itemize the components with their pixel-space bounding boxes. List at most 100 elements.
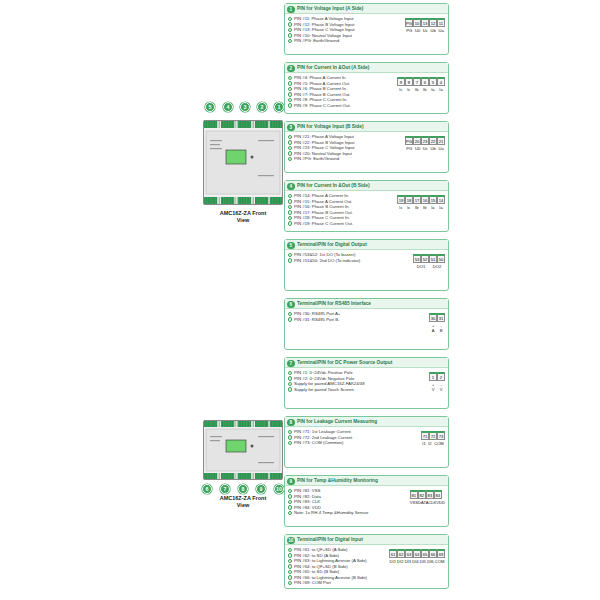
signal-row: DO1DO2: [413, 264, 445, 269]
bullet-dot: [288, 371, 292, 375]
bullet-dot: [288, 387, 292, 391]
terminal-row: 61626364656669: [389, 549, 445, 558]
signal-name: Ic: [399, 87, 402, 92]
callout-number: 3: [240, 102, 250, 112]
bullet-dot: [288, 135, 292, 139]
pin-item: PIN #16: Phase B Current In.: [288, 204, 393, 210]
bullet-dot: [288, 39, 292, 43]
pin-list: PIN #21: Phase A Voltage InputPIN #22: P…: [288, 134, 401, 162]
device-caption: AMC16Z-ZA Front View: [216, 210, 270, 223]
bullet-dot: [288, 81, 292, 85]
pin-description: PIN #20: Neutral Voltage Input: [294, 151, 352, 157]
terminal-row: PG20232221: [405, 136, 445, 145]
bullet-dot: [288, 258, 292, 262]
bullet-dot: [288, 87, 292, 91]
pin-panel: 2PIN for Current In &Out (A Side)PIN #4:…: [284, 62, 449, 114]
pin-description: PIN #1: 0~24Vdc Positive Pole: [294, 370, 353, 376]
pin-description: PIN #2: 0~24Vdc Negative Pole: [294, 376, 355, 382]
pin-number: 18: [407, 198, 412, 203]
panel-title: PIN for Leakage Current Measuring: [297, 419, 377, 425]
callout-number: 10: [274, 484, 284, 494]
bullet-dot: [288, 146, 292, 150]
pin-number: 31: [439, 316, 444, 321]
terminal-pin: 14: [437, 195, 445, 204]
terminal-pin: 64: [413, 549, 421, 558]
terminal-block: 987654IcIcIbIbIaIa: [397, 77, 445, 91]
pin-number: 22: [431, 139, 436, 144]
bullet-dot: [288, 221, 292, 225]
pin-number: 50: [439, 257, 444, 262]
signal-name: U0: [415, 28, 420, 33]
pin-number: 64: [415, 552, 420, 557]
terminal-pin: 4: [437, 77, 445, 86]
pin-description: PIN #PG: Earth/Ground: [294, 38, 339, 44]
signal-name: Ia: [439, 205, 442, 210]
bullet-dot: [288, 216, 292, 220]
panel-title: PIN for Current In &Out (B Side): [297, 183, 370, 189]
panel-header: Terminal/PIN for DC Power Source Output: [285, 358, 448, 368]
pin-number: 8: [408, 80, 410, 85]
signal-row: PGU0UcUbUa: [405, 146, 445, 151]
pin-description: PIN #4: Phase A Current In.: [294, 75, 347, 81]
panel-number: 9: [287, 478, 295, 486]
pin-item: PIN #14: Phase A Current In.: [288, 193, 393, 199]
pin-number: 82: [420, 493, 425, 498]
panel-number: 4: [287, 183, 295, 191]
callout-text: 10: [276, 486, 282, 492]
panel-number-text: 9: [289, 479, 292, 484]
callout-number: 4: [223, 102, 233, 112]
pin-description: PIN #6: Phase B Current In.: [294, 86, 347, 92]
terminal-pin: 19: [397, 195, 405, 204]
pin-description: PIN #17: Phase B Current Out.: [294, 210, 353, 216]
pin-description: PIN #62: to SD (A Side): [294, 553, 339, 559]
signal-row: IcIcIbIbIaIa: [397, 205, 445, 210]
signal-name: DO1: [417, 264, 425, 269]
terminal-pin: 30: [429, 313, 437, 322]
bullet-dot: [288, 564, 292, 568]
pin-description: PIN #13: Phase C Voltage Input: [294, 27, 355, 33]
panel-body: PIN #4: Phase A Current In.PIN #5: Phase…: [285, 73, 448, 110]
bullet-dot: [288, 548, 292, 552]
pin-number: 71: [423, 434, 428, 439]
signal-row: VV: [429, 387, 445, 392]
pin-description: PIN #72: 2nd Leakage Current: [294, 435, 352, 441]
callout-text: 4: [227, 104, 230, 110]
callout-text: 8: [242, 486, 245, 492]
pin-description: PIN #10: Neutral Voltage Input: [294, 33, 352, 39]
pin-number: 9: [400, 80, 402, 85]
panel-body: PIN #1: 0~24Vdc Positive PolePIN #2: 0~2…: [285, 368, 448, 394]
bullet-dot: [288, 559, 292, 563]
panel-header: Terminal/PIN for Digital Input: [285, 535, 448, 545]
signal-name: V: [432, 387, 435, 392]
pin-item: PIN #7: Phase B Current Out.: [288, 92, 393, 98]
pin-panel: 1PIN for Voltage Input (A Side)PIN #11: …: [284, 3, 449, 55]
pin-number: 13: [423, 21, 428, 26]
meter-device: [203, 120, 283, 205]
pin-list: PIN #11: Phase A Voltage InputPIN #12: P…: [288, 16, 401, 44]
pin-number: 17: [415, 198, 420, 203]
signal-name: Ic: [407, 87, 410, 92]
pin-description: PIN #61: to QF+SD (A Side): [294, 547, 348, 553]
pin-number: 83: [428, 493, 433, 498]
meter-device: AMC16Z-ZA Front View: [203, 120, 283, 205]
pin-number: 53: [415, 257, 420, 262]
pin-item: PIN #1: 0~24Vdc Positive Pole: [288, 370, 425, 376]
bullet-dot: [288, 511, 292, 515]
bullet-dot: [288, 376, 292, 380]
terminal-block: 12+-VV: [429, 372, 445, 392]
signal-name: PG: [406, 146, 412, 151]
pin-description: PIN #5: Phase A Current Out.: [294, 81, 350, 87]
bullet-dot: [288, 199, 292, 203]
signal-name: Ib: [415, 205, 418, 210]
pin-description: PIN #18: Phase C Current In.: [294, 215, 350, 221]
pin-item: PIN #6: Phase B Current In.: [288, 86, 393, 92]
signal-name: Ib: [423, 205, 426, 210]
signal-name: VSS: [410, 500, 418, 505]
panel-body: PIN #61: to QF+SD (A Side)PIN #62: to SD…: [285, 545, 448, 588]
pin-item: PIN #9: Phase C Current Out.: [288, 103, 393, 109]
terminal-pin: 12: [429, 18, 437, 27]
terminal-pin: 13: [421, 18, 429, 27]
bullet-dot: [288, 500, 292, 504]
callout-number: 9: [256, 484, 266, 494]
